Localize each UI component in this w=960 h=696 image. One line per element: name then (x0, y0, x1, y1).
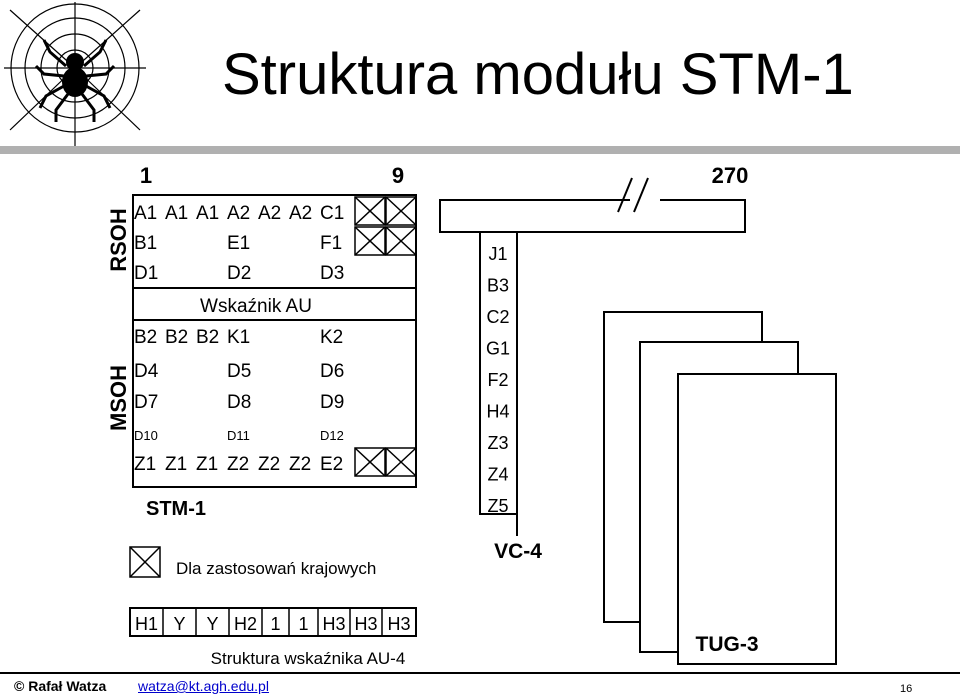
overhead-byte-b2: B2 (196, 327, 219, 348)
au4-pointer-byte: Y (173, 614, 185, 634)
au4-pointer-frame (129, 607, 417, 637)
au4-pointer-byte: H3 (387, 614, 410, 634)
poh-byte-z5: Z5 (487, 496, 508, 516)
slide-title: Struktura modułu STM-1 (222, 42, 854, 107)
overhead-byte-k2: K2 (320, 327, 343, 348)
overhead-byte-a2: A2 (289, 203, 312, 224)
overhead-byte-z2: Z2 (227, 454, 249, 475)
poh-byte-j1: J1 (488, 244, 507, 264)
overhead-byte-d12: D12 (320, 428, 344, 443)
national-use-legend-icon (129, 546, 161, 578)
title-divider (0, 146, 960, 154)
au4-pointer-byte: H3 (322, 614, 345, 634)
footer-author: © Rafał Watza (14, 678, 107, 694)
overhead-byte-f1: F1 (320, 233, 342, 254)
reserved-byte-box (354, 447, 386, 477)
overhead-byte-z2: Z2 (289, 454, 311, 475)
au4-pointer-byte: 1 (298, 614, 308, 634)
poh-byte-c2: C2 (486, 307, 509, 327)
reserved-byte-box (385, 226, 417, 256)
reserved-byte-box (354, 226, 386, 256)
break-mark-2 (633, 177, 649, 213)
tug3-frame-front (677, 373, 837, 665)
vc4-frame-top-left (439, 199, 630, 233)
spider-web-logo (4, 2, 146, 146)
column-marker-270: 270 (712, 163, 749, 188)
overhead-byte-a1: A1 (165, 203, 188, 224)
au4-pointer-byte: H2 (234, 614, 257, 634)
footer-divider (0, 672, 960, 674)
poh-byte-f2: F2 (487, 370, 508, 390)
reserved-byte-box (385, 447, 417, 477)
poh-byte-g1: G1 (486, 339, 510, 359)
overhead-byte-d5: D5 (227, 361, 251, 382)
poh-byte-z4: Z4 (487, 465, 508, 485)
poh-byte-h4: H4 (486, 402, 509, 422)
national-use-legend-text: Dla zastosowań krajowych (176, 559, 376, 578)
overhead-byte-d4: D4 (134, 361, 159, 382)
overhead-frame (132, 194, 417, 488)
overhead-byte-d10: D10 (134, 428, 158, 443)
vc4-payload-top (517, 199, 746, 233)
overhead-byte-d7: D7 (134, 392, 158, 413)
overhead-byte-k1: K1 (227, 327, 250, 348)
overhead-byte-d6: D6 (320, 361, 344, 382)
overhead-byte-z1: Z1 (196, 454, 218, 475)
stm1-label: STM-1 (146, 498, 206, 520)
pointer-row-label: Wskaźnik AU (200, 296, 312, 317)
break-mark-1 (617, 177, 633, 213)
overhead-byte-z2: Z2 (258, 454, 280, 475)
overhead-byte-b1: B1 (134, 233, 157, 254)
au4-pointer-byte: H3 (354, 614, 377, 634)
page-number: 16 (900, 683, 913, 695)
overhead-byte-c1: C1 (320, 203, 344, 224)
overhead-byte-b2: B2 (165, 327, 188, 348)
overhead-byte-z1: Z1 (134, 454, 156, 475)
overhead-byte-d2: D2 (227, 263, 251, 284)
au4-pointer-byte: Y (206, 614, 218, 634)
overhead-byte-e2: E2 (320, 454, 343, 475)
overhead-byte-a2: A2 (258, 203, 281, 224)
overhead-byte-z1: Z1 (165, 454, 187, 475)
vc4-label: VC-4 (494, 540, 542, 563)
tug3-label: TUG-3 (696, 633, 759, 656)
overhead-byte-d9: D9 (320, 392, 344, 413)
overhead-byte-d3: D3 (320, 263, 344, 284)
overhead-byte-a2: A2 (227, 203, 250, 224)
au4-pointer-byte: H1 (135, 614, 158, 634)
footer-email-link[interactable]: watza@kt.agh.edu.pl (138, 678, 269, 694)
column-marker-1: 1 (140, 163, 152, 188)
reserved-byte-box (354, 196, 386, 226)
au4-pointer-caption: Struktura wskaźnika AU-4 (211, 649, 406, 668)
au4-pointer-byte: 1 (270, 614, 280, 634)
overhead-byte-e1: E1 (227, 233, 250, 254)
poh-byte-b3: B3 (487, 276, 509, 296)
rsoh-label: RSOH (106, 208, 131, 272)
msoh-label: MSOH (106, 365, 131, 431)
overhead-byte-d11: D11 (227, 428, 250, 443)
poh-byte-z3: Z3 (487, 433, 508, 453)
reserved-byte-box (385, 196, 417, 226)
overhead-byte-d8: D8 (227, 392, 251, 413)
column-marker-9: 9 (392, 163, 404, 188)
overhead-byte-a1: A1 (196, 203, 219, 224)
overhead-byte-b2: B2 (134, 327, 157, 348)
overhead-byte-a1: A1 (134, 203, 157, 224)
overhead-byte-d1: D1 (134, 263, 158, 284)
